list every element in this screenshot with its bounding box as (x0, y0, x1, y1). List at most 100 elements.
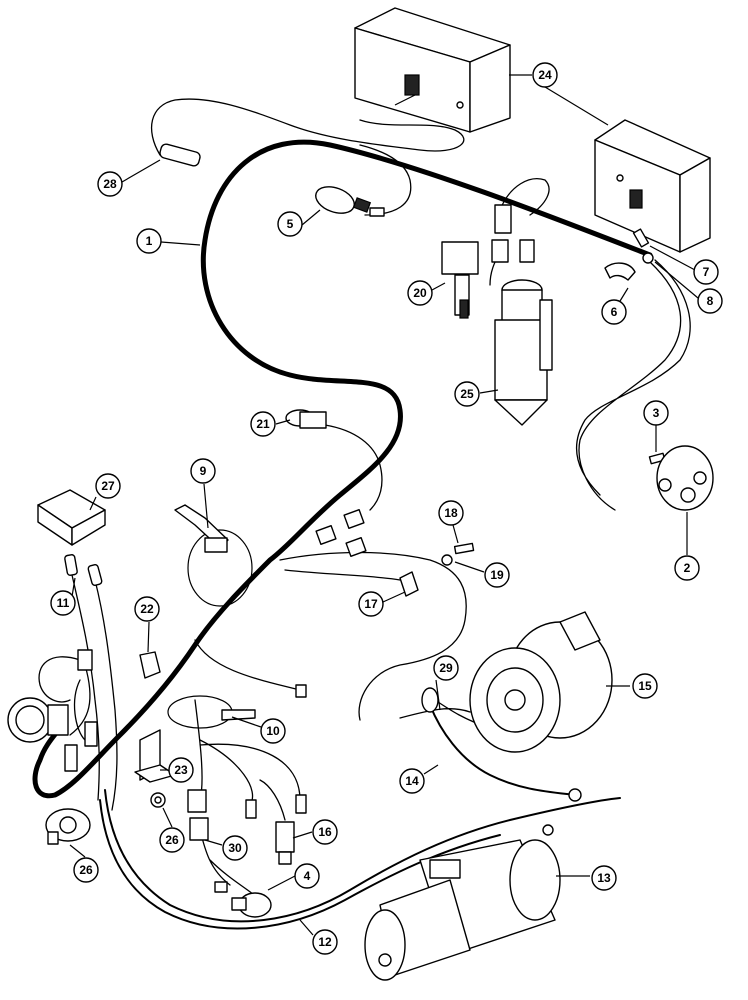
callout-7-label: 7 (703, 265, 710, 279)
cable-tie-strap-lower (167, 695, 256, 729)
instrument-box-lower (594, 119, 711, 253)
cable-clip (604, 262, 636, 281)
callout-27-label: 27 (101, 479, 115, 493)
callout-30-label: 30 (228, 841, 242, 855)
main-harness-wire (32, 139, 653, 799)
callout-5-label: 5 (287, 217, 294, 231)
horn (656, 445, 714, 511)
branch-wire-28 (151, 98, 465, 156)
callout-6-bubble (601, 299, 627, 325)
hex-nut (150, 792, 166, 808)
branch-wire-16 (259, 779, 286, 821)
callout-24-label: 24 (538, 68, 552, 82)
callout-labels: 1 2 3 4 5 6 7 8 9 10 11 12 13 14 15 16 1… (57, 68, 714, 949)
branch-wire-5 (359, 144, 412, 216)
callout-4-bubble (294, 863, 320, 889)
callout-13-bubble (591, 865, 617, 891)
callout-26a-bubble (159, 827, 185, 853)
callout-13-label: 13 (597, 871, 611, 885)
callout-25-bubble (454, 381, 480, 407)
branch-wire-14 (429, 704, 576, 796)
callout-9-bubble (190, 458, 216, 484)
callout-17-bubble (358, 591, 384, 617)
branch-wire-starter-loop (279, 551, 467, 721)
callout-22-bubble (134, 596, 160, 622)
callout-12-bubble (312, 929, 338, 955)
starter-motor (364, 824, 561, 981)
callout-10-bubble (260, 718, 286, 744)
callout-bubbles (50, 62, 723, 955)
warning-switch (214, 881, 272, 918)
callout-25-label: 25 (460, 387, 474, 401)
branch-wire-21 (324, 424, 383, 511)
callout-24-bubble (532, 62, 558, 88)
callout-16-bubble (312, 819, 338, 845)
callout-18-bubble (438, 500, 464, 526)
callout-7-bubble (693, 259, 719, 285)
callout-27-bubble (95, 473, 121, 499)
washer (642, 252, 654, 264)
callout-11-label: 11 (57, 596, 70, 610)
callout-28-bubble (97, 171, 123, 197)
fuel-solenoid (441, 204, 535, 319)
mounting-bracket (134, 729, 176, 783)
callout-3-bubble (643, 400, 669, 426)
branch-wire-10 (194, 639, 301, 806)
callout-15-label: 15 (638, 679, 652, 693)
callout-14-bubble (399, 768, 425, 794)
callout-9-label: 9 (200, 464, 207, 478)
fuel-filter-canister (494, 279, 553, 426)
battery-cable-terminal (421, 687, 582, 802)
callout-29-label: 29 (439, 661, 453, 675)
callout-18-label: 18 (444, 506, 458, 520)
callout-11-bubble (50, 590, 76, 616)
cable-tie-strap (174, 504, 253, 607)
instrument-box-upper (354, 7, 511, 133)
callout-21-label: 21 (256, 417, 270, 431)
callout-14-label: 14 (405, 774, 419, 788)
temp-switch (275, 821, 295, 865)
callout-6-label: 6 (611, 305, 618, 319)
callout-4-label: 4 (304, 869, 311, 883)
callout-19-label: 19 (490, 568, 504, 582)
callout-26a-label: 26 (165, 833, 179, 847)
callout-23-bubble (168, 757, 194, 783)
bolt (632, 228, 650, 248)
temperature-sender (285, 409, 327, 429)
callout-19-bubble (484, 562, 510, 588)
inline-fuse-holder (159, 143, 201, 167)
callout-12-label: 12 (318, 935, 332, 949)
plug-connectors (187, 684, 307, 841)
harness-connectors (315, 508, 367, 558)
callout-5-bubble (277, 211, 303, 237)
pressure-switch (315, 186, 385, 217)
callout-22-label: 22 (140, 602, 154, 616)
ring-terminals (64, 554, 103, 586)
branch-wire-connector (38, 656, 91, 741)
callout-28-label: 28 (103, 177, 117, 191)
screw (453, 542, 475, 555)
callout-8-bubble (697, 288, 723, 314)
leader-lines (69, 74, 699, 936)
callout-20-label: 20 (413, 286, 427, 300)
callout-1-label: 1 (146, 234, 153, 248)
callout-1-bubble (136, 228, 162, 254)
lower-harness-wire (104, 789, 621, 923)
harness-clip (139, 651, 161, 679)
branch-wire-11 (71, 574, 118, 811)
branch-wire-horn (575, 259, 691, 511)
callout-21-bubble (250, 411, 276, 437)
callout-26b-label: 26 (79, 863, 93, 877)
callout-2-label: 2 (684, 561, 691, 575)
callout-16-label: 16 (318, 825, 332, 839)
callout-10-label: 10 (266, 724, 280, 738)
callout-2-bubble (674, 555, 700, 581)
callout-26b-bubble (73, 857, 99, 883)
flat-washer (441, 554, 453, 566)
callout-17-label: 17 (364, 597, 378, 611)
callout-23-label: 23 (174, 763, 188, 777)
relay (37, 489, 106, 546)
oil-pressure-sender (45, 808, 91, 845)
